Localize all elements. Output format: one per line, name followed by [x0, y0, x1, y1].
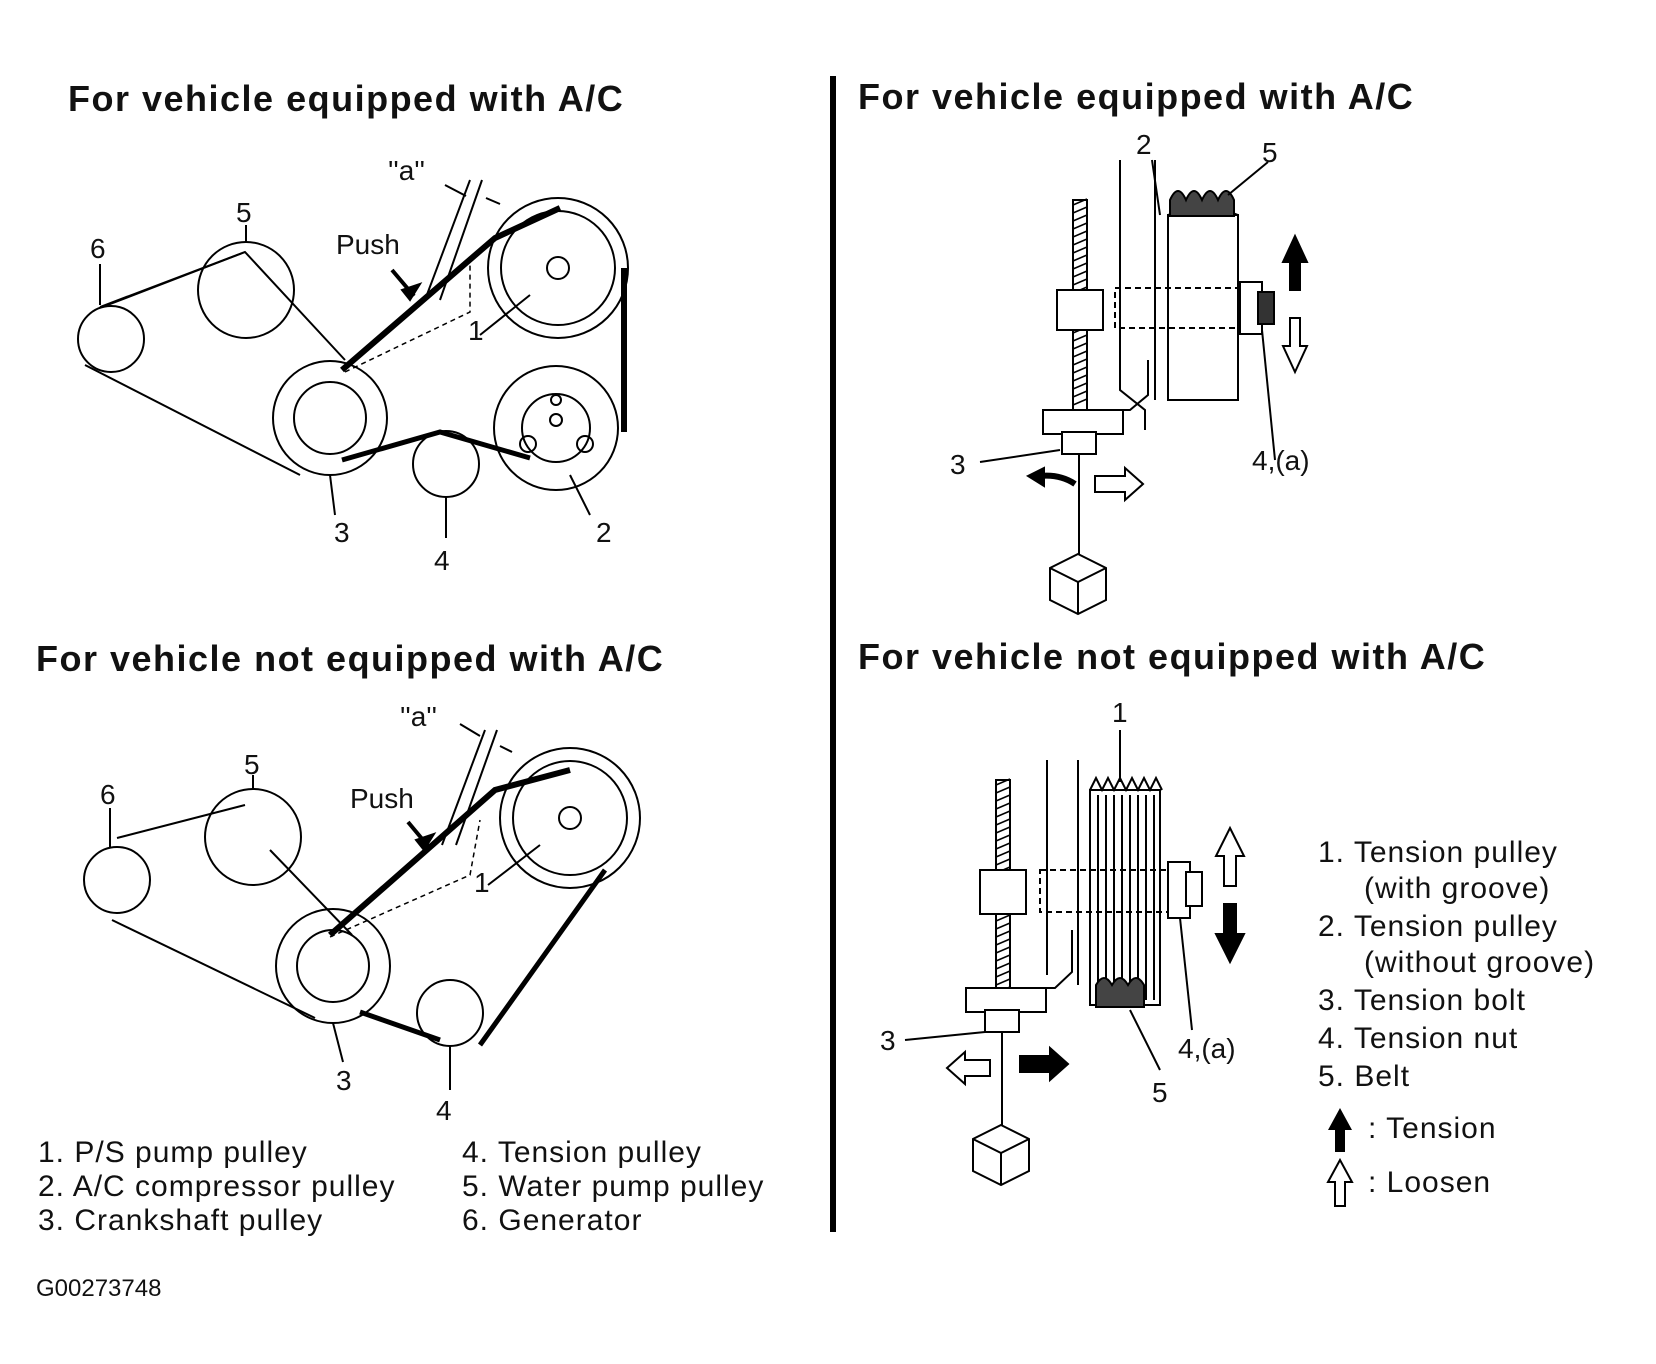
title-bottom-right: For vehicle not equipped with A/C: [858, 636, 1487, 677]
label-a-top-left: ''a'': [388, 155, 425, 186]
ac-compressor-pulley-2: [493, 365, 619, 491]
water-pump-pulley-5-b: [204, 788, 302, 886]
left-legend: 1. P/S pump pulley 2. A/C compressor pul…: [38, 1136, 764, 1237]
label-6-top-left: 6: [90, 233, 106, 264]
top-right-labels: 2 5 3 4,(a): [950, 129, 1310, 480]
label-4a-top-right: 4,(a): [1252, 445, 1310, 476]
label-4-bottom-left: 4: [436, 1095, 452, 1126]
label-push-bottom-left: Push: [350, 783, 414, 814]
belt-5-bottom: [1095, 977, 1145, 1008]
label-1-bottom-left: 1: [474, 867, 490, 898]
loosen-arrow-rotate-bottom: [945, 1049, 991, 1087]
bottom-left-labels: ''a'' Push 6 5 1 3 4: [100, 701, 490, 1126]
tensioner-with-ac: [979, 159, 1309, 616]
bottom-right-labels: 1 3 4,(a) 5: [880, 697, 1236, 1108]
title-bottom-left: For vehicle not equipped with A/C: [36, 638, 665, 679]
left-legend-item-4: 4. Tension pulley: [462, 1136, 702, 1169]
tension-pulley-4: [412, 430, 480, 498]
label-a-bottom-left: ''a'': [400, 701, 437, 732]
ps-pump-pulley-1-b-outer: [499, 747, 641, 889]
label-4-top-left: 4: [434, 545, 450, 576]
label-1-bottom-right: 1: [1112, 697, 1128, 728]
tension-key-arrow-icon: [1328, 1108, 1352, 1152]
figure-code: G00273748: [36, 1275, 162, 1302]
label-1-top-left: 1: [468, 315, 484, 346]
tension-pulley-2: [1167, 214, 1239, 401]
arrow-legend-tension: : Tension: [1368, 1112, 1497, 1145]
loosen-arrow-up-bottom: [1214, 825, 1246, 887]
crankshaft-pulley-3-b-inner: [296, 929, 370, 1003]
label-2-top-right: 2: [1136, 129, 1152, 160]
a-gauge-line-1: [424, 179, 471, 301]
crankshaft-pulley-3-inner: [293, 381, 367, 455]
belt-5-top: [1169, 190, 1235, 217]
title-top-left: For vehicle equipped with A/C: [68, 78, 625, 119]
right-legend-item-4: 4. Tension nut: [1318, 1022, 1518, 1055]
loosen-arrow-down-top: [1281, 317, 1309, 375]
label-3-top-left: 3: [334, 517, 350, 548]
belt-lower: [84, 364, 301, 476]
loosen-key-arrow-icon: [1326, 1157, 1354, 1207]
label-6-bottom-left: 6: [100, 779, 116, 810]
title-top-right: For vehicle equipped with A/C: [858, 76, 1415, 117]
right-legend: 1. Tension pulley (with groove) 2. Tensi…: [1318, 836, 1595, 1207]
left-legend-item-2: 2. A/C compressor pulley: [38, 1170, 395, 1203]
label-3-bottom-left: 3: [336, 1065, 352, 1096]
right-legend-item-2: 2. Tension pulley: [1318, 910, 1558, 943]
right-legend-item-3: 3. Tension bolt: [1318, 984, 1526, 1017]
belt-diagram-with-ac: [77, 179, 629, 538]
generator-pulley-6-b: [83, 846, 151, 914]
a-gauge-line-2: [439, 179, 483, 301]
ps-pump-pulley-1-inner: [500, 210, 616, 326]
right-legend-item-5: 5. Belt: [1318, 1060, 1410, 1093]
top-left-labels: ''a'' Push 6 5 1 3 4 2: [90, 155, 612, 576]
label-3-bottom-right: 3: [880, 1025, 896, 1056]
arrow-legend-loosen: : Loosen: [1368, 1166, 1491, 1199]
tension-arrow-up-top: [1281, 233, 1309, 291]
tension-pulley-1: [1089, 789, 1161, 1006]
label-2-top-left: 2: [596, 517, 612, 548]
left-legend-item-6: 6. Generator: [462, 1204, 642, 1237]
right-legend-item-1: 1. Tension pulley: [1318, 836, 1558, 869]
right-legend-item-2-sub: (without groove): [1364, 946, 1595, 979]
label-5-top-right: 5: [1262, 137, 1278, 168]
ps-pump-pulley-1-b-inner: [512, 760, 628, 876]
label-5-bottom-left: 5: [244, 749, 260, 780]
tension-pulley-4-b: [416, 979, 484, 1047]
label-5-bottom-right: 5: [1152, 1077, 1168, 1108]
belt-thin: [104, 250, 346, 361]
crankshaft-pulley-3-b-outer: [275, 908, 391, 1024]
tension-arrow-down-bottom: [1214, 903, 1246, 965]
left-legend-item-5: 5. Water pump pulley: [462, 1170, 764, 1203]
label-3-top-right: 3: [950, 449, 966, 480]
tension-arrow-rotate-top: [1039, 472, 1077, 487]
crankshaft-pulley-3-outer: [272, 360, 388, 476]
label-5-top-left: 5: [236, 197, 252, 228]
tensioner-without-ac: [904, 730, 1246, 1187]
right-legend-item-1-sub: (with groove): [1364, 872, 1550, 905]
generator-pulley-6: [77, 305, 145, 373]
label-push-top-left: Push: [336, 229, 400, 260]
left-legend-item-1: 1. P/S pump pulley: [38, 1136, 308, 1169]
loosen-arrow-rotate-top: [1094, 465, 1145, 503]
left-legend-item-3: 3. Crankshaft pulley: [38, 1204, 323, 1237]
belt-diagram-without-ac: [83, 723, 641, 1090]
ps-pump-pulley-1-outer: [487, 197, 629, 339]
tension-arrow-rotate-bottom: [1019, 1045, 1070, 1083]
label-4a-bottom-right: 4,(a): [1178, 1033, 1236, 1064]
